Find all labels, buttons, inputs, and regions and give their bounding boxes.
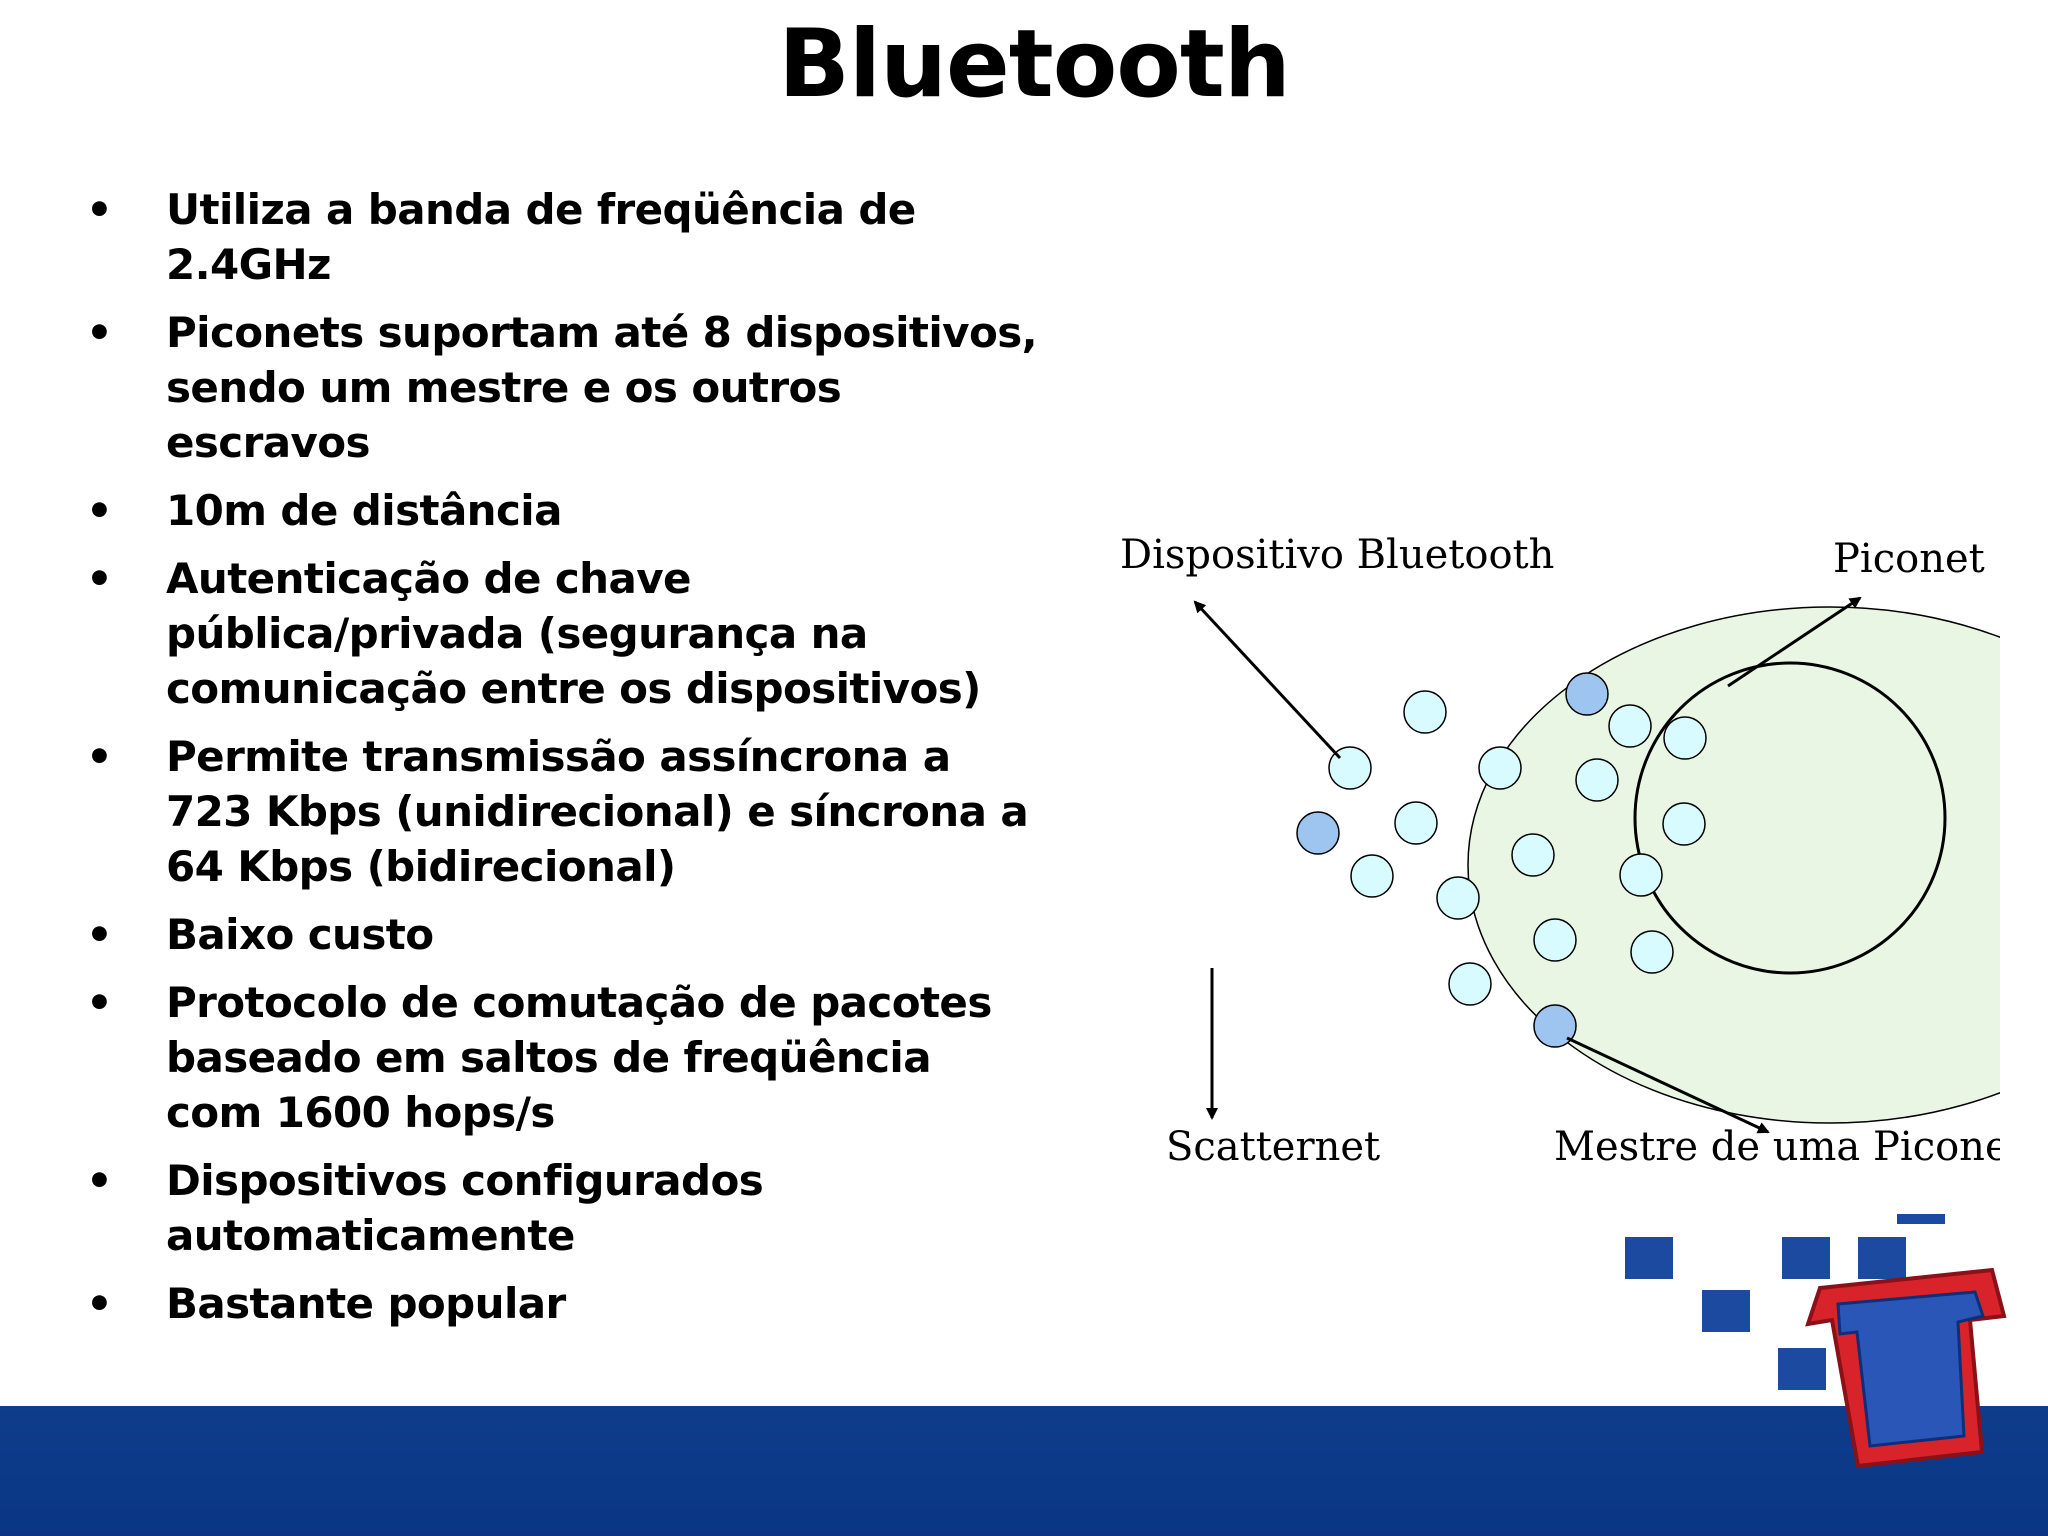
device-nodes — [1296, 672, 1707, 1048]
slave-device-node — [1403, 690, 1447, 734]
slave-device-node — [1350, 854, 1394, 898]
slave-device-node — [1662, 802, 1706, 846]
piconet-label: Piconet — [1833, 536, 1985, 582]
slave-device-node — [1619, 853, 1663, 897]
bullet-text: Protocolo de comutação de pacotes basead… — [166, 978, 992, 1137]
u-logo-icon — [1625, 1214, 2007, 1469]
slave-device-node — [1608, 704, 1652, 748]
bullet-item: • 10m de distância — [80, 483, 1040, 538]
master-label: Mestre de uma Piconet — [1554, 1124, 2000, 1170]
scatternet-ellipse — [1467, 606, 2000, 1124]
bullet-text: Baixo custo — [166, 910, 434, 959]
bullet-dot-icon: • — [86, 308, 113, 357]
bullet-dot-icon: • — [86, 554, 113, 603]
device-arrow — [1193, 600, 1342, 760]
bullet-text: Piconets suportam até 8 dispositivos, se… — [166, 308, 1038, 467]
slave-device-node — [1630, 930, 1674, 974]
bullet-item: • Bastante popular — [80, 1276, 1040, 1331]
bullet-text: Dispositivos configurados automaticament… — [166, 1156, 764, 1260]
bullet-text: 10m de distância — [166, 486, 562, 535]
bullet-item: • Permite transmissão assíncrona a 723 Kb… — [80, 729, 1040, 894]
bullet-dot-icon: • — [86, 910, 113, 959]
slave-device-node — [1448, 962, 1492, 1006]
bullet-item: • Baixo custo — [80, 907, 1040, 962]
master-arrow — [1566, 1036, 1770, 1134]
bullet-item: • Dispositivos configurados automaticamen… — [80, 1153, 1040, 1263]
bullet-text: Utiliza a banda de freqüência de 2.4GHz — [166, 185, 916, 289]
bullet-dot-icon: • — [86, 978, 113, 1027]
bullet-item: • Piconets suportam até 8 dispositivos, s… — [80, 305, 1040, 470]
arrows — [1193, 596, 1862, 1134]
master-device-node — [1296, 811, 1340, 855]
bullet-text: Bastante popular — [166, 1279, 566, 1328]
bullet-dot-icon: • — [86, 1279, 113, 1328]
bullet-dot-icon: • — [86, 732, 113, 781]
master-device-node — [1533, 1004, 1577, 1048]
slave-device-node — [1533, 918, 1577, 962]
bullet-item: • Protocolo de comutação de pacotes basea… — [80, 975, 1040, 1140]
slide-title: Bluetooth — [778, 10, 1291, 119]
footer-band — [0, 1406, 2048, 1536]
bullet-text: Permite transmissão assíncrona a 723 Kbp… — [166, 732, 1029, 891]
slave-device-node — [1575, 758, 1619, 802]
device-label: Dispositivo Bluetooth — [1120, 532, 1554, 578]
slave-device-node — [1436, 876, 1480, 920]
bluetooth-scatternet-diagram: Dispositivo Bluetooth Piconet Scatternet… — [1120, 532, 2000, 1170]
slave-device-node — [1663, 716, 1707, 760]
bullet-text: Autenticação de chave pública/privada (s… — [166, 554, 981, 713]
slave-device-node — [1478, 746, 1522, 790]
scatternet-label: Scatternet — [1166, 1124, 1380, 1170]
bullet-item: • Utiliza a banda de freqüência de 2.4GHz — [80, 182, 1040, 292]
bullet-dot-icon: • — [86, 486, 113, 535]
slave-device-node — [1394, 801, 1438, 845]
bullet-item: • Autenticação de chave pública/privada (… — [80, 551, 1040, 716]
slave-device-node — [1511, 833, 1555, 877]
piconet-arrow — [1727, 596, 1862, 688]
bullet-dot-icon: • — [86, 185, 113, 234]
master-device-node — [1565, 672, 1609, 716]
piconet-circle — [1633, 661, 1947, 975]
bullet-list: • Utiliza a banda de freqüência de 2.4GHz… — [80, 182, 1040, 1344]
bullet-dot-icon: • — [86, 1156, 113, 1205]
